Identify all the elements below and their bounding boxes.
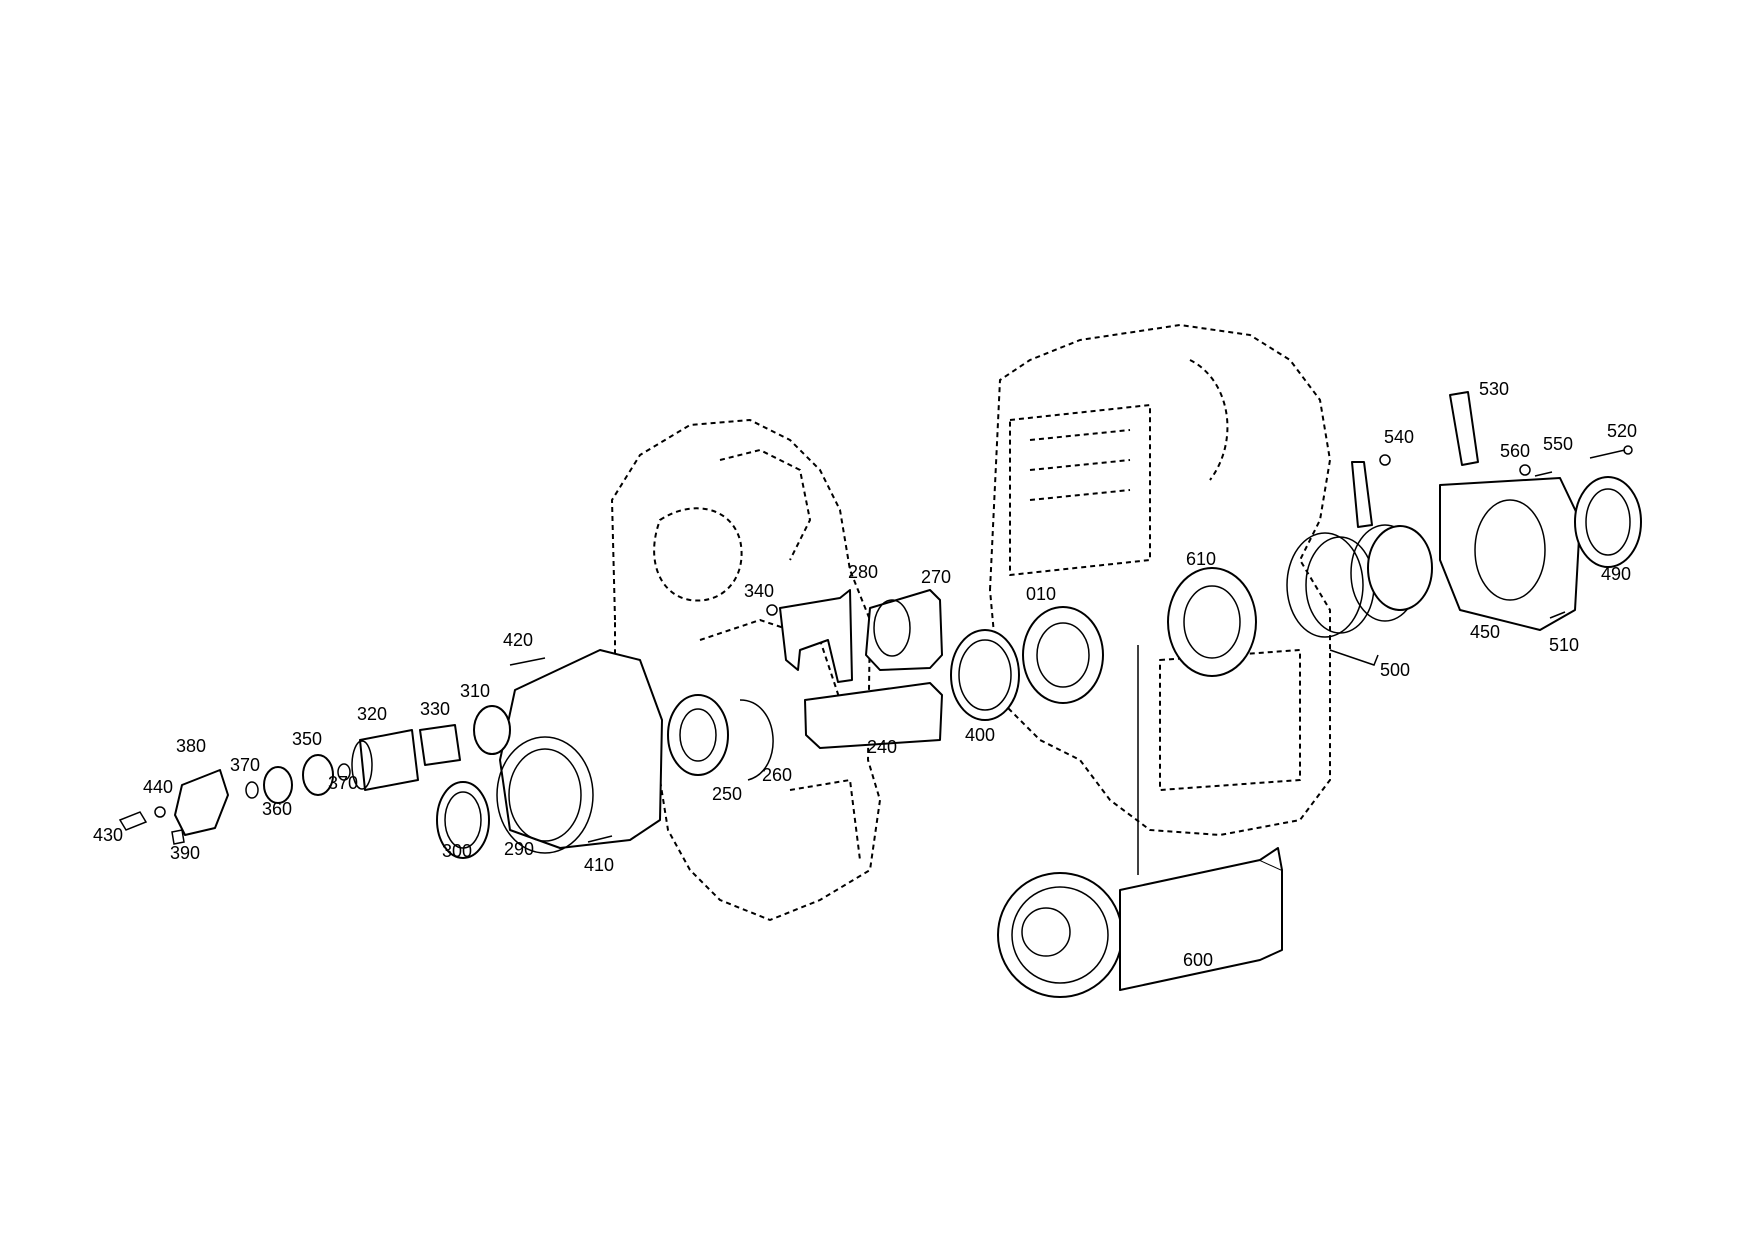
callout-510: 510 <box>1549 635 1579 655</box>
part-300-seal <box>436 781 490 859</box>
callout-400: 400 <box>965 725 995 745</box>
callout-410: 410 <box>584 855 614 875</box>
callout-300: 300 <box>442 841 472 861</box>
ghost-housing-right <box>989 324 1331 836</box>
callout-270: 270 <box>921 567 951 587</box>
part-450-cover <box>1367 477 1581 631</box>
part-small-bolts-right <box>1519 445 1633 619</box>
callout-600: 600 <box>1183 950 1213 970</box>
callout-350: 350 <box>292 729 322 749</box>
part-010-bearing <box>1022 606 1104 704</box>
callout-380: 380 <box>176 736 206 756</box>
callout-420: 420 <box>503 630 533 650</box>
callout-540: 540 <box>1384 427 1414 447</box>
callout-260: 260 <box>762 765 792 785</box>
callout-430: 430 <box>93 825 123 845</box>
part-280-fork <box>766 589 853 683</box>
callout-280: 280 <box>848 562 878 582</box>
callout-250: 250 <box>712 784 742 804</box>
part-490-ring <box>1574 476 1642 568</box>
part-400-seal <box>950 629 1020 721</box>
part-left-small-assembly <box>118 754 351 845</box>
callout-520: 520 <box>1607 421 1637 441</box>
callout-330: 330 <box>420 699 450 719</box>
callout-560: 560 <box>1500 441 1530 461</box>
callout-370-a: 370 <box>230 755 260 775</box>
callout-530: 530 <box>1479 379 1509 399</box>
callout-550: 550 <box>1543 434 1573 454</box>
callout-390: 390 <box>170 843 200 863</box>
part-270-sleeve <box>865 589 943 671</box>
callout-370-b: 370 <box>328 773 358 793</box>
part-420-410-bolts <box>509 657 613 843</box>
part-310-330-320 <box>351 705 511 791</box>
callout-610: 610 <box>1186 549 1216 569</box>
callout-labels: 010 240 250 260 270 280 290 300 310 330 … <box>93 379 1637 970</box>
part-540-pin <box>1351 454 1391 528</box>
part-600-gear-shaft <box>997 645 1283 998</box>
callout-290: 290 <box>504 839 534 859</box>
part-250-bearing <box>667 694 729 776</box>
callout-450: 450 <box>1470 622 1500 642</box>
callout-240: 240 <box>867 737 897 757</box>
callout-500: 500 <box>1380 660 1410 680</box>
callout-440: 440 <box>143 777 173 797</box>
part-610-bearing <box>1167 567 1257 677</box>
callout-310: 310 <box>460 681 490 701</box>
part-290-housing <box>496 649 663 854</box>
part-530-tube <box>1449 391 1479 466</box>
callout-490: 490 <box>1601 564 1631 584</box>
callout-010: 010 <box>1026 584 1056 604</box>
part-240-shaft <box>804 682 943 749</box>
callout-360: 360 <box>262 799 292 819</box>
callout-320: 320 <box>357 704 387 724</box>
part-260-circlip <box>739 699 774 781</box>
callout-340: 340 <box>744 581 774 601</box>
